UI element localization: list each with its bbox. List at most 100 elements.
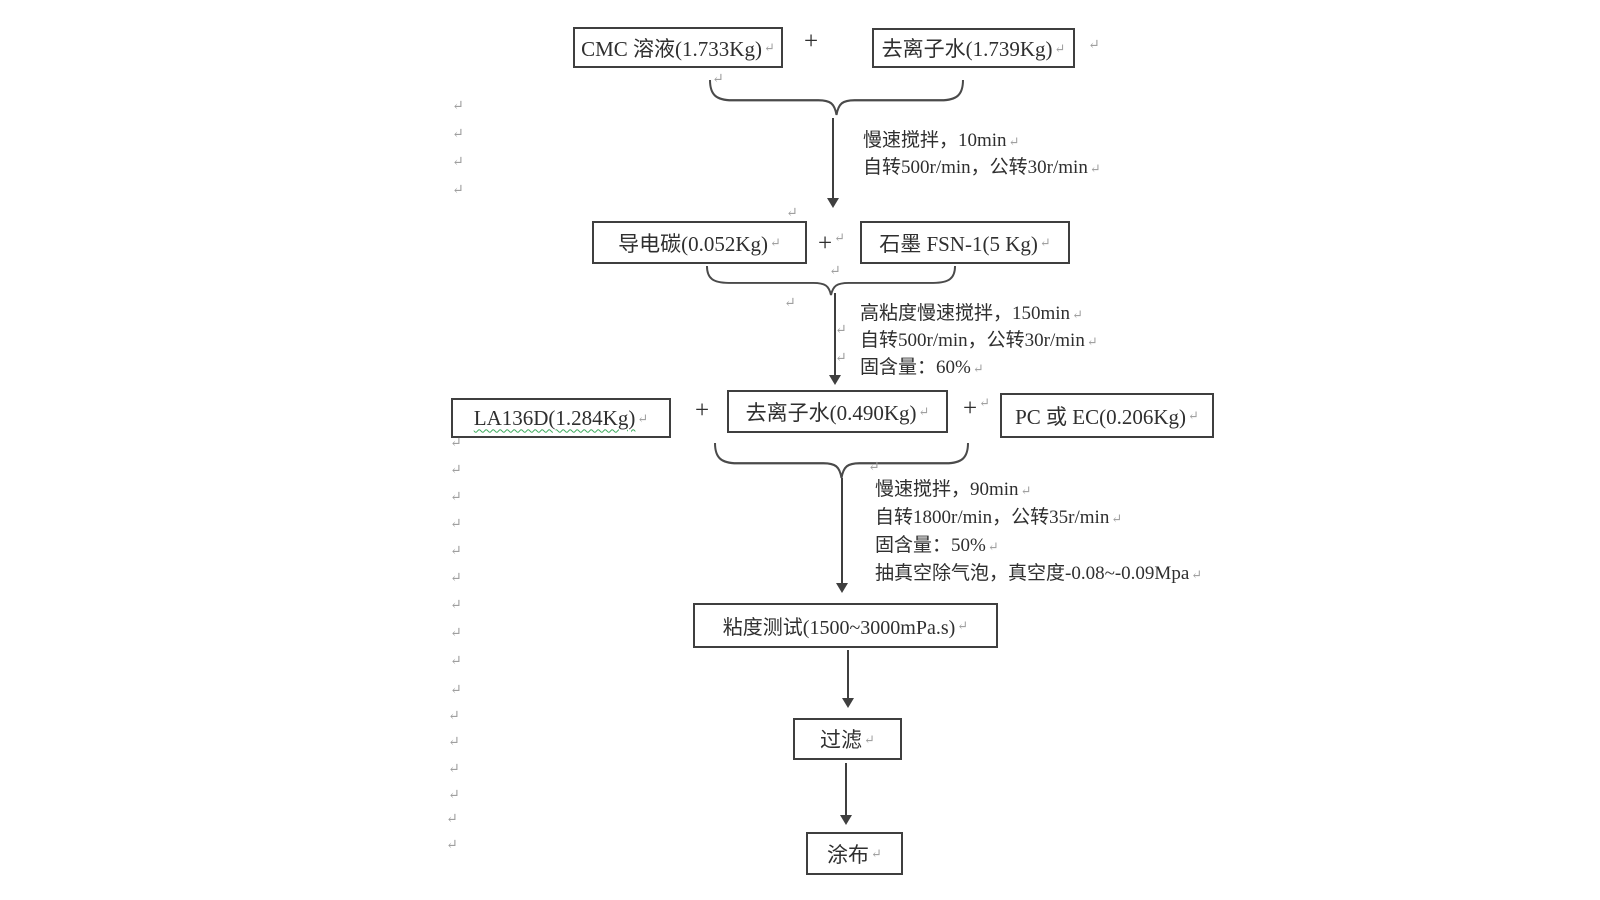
step2-line-3: 固含量：60%↵: [860, 357, 984, 378]
flow-box-conductive-carbon[interactable]: 导电碳(0.052Kg) ↵: [592, 221, 807, 264]
flow-box-filter-label: 过滤: [820, 728, 863, 752]
pilcrow-mark: ↵: [835, 351, 847, 366]
plus-sign: +: [804, 28, 819, 55]
pilcrow-mark: ↵: [450, 463, 462, 478]
pilcrow-mark: ↵: [1039, 235, 1051, 250]
pilcrow-mark: ↵: [972, 361, 984, 376]
step3-line-1: 慢速搅拌，90min↵: [875, 479, 1032, 500]
pilcrow-mark: ↵: [770, 235, 781, 250]
flow-arrow-2[interactable]: [829, 293, 841, 385]
pilcrow-mark: ↵: [452, 155, 464, 170]
plus-sign: +: [695, 397, 710, 424]
pilcrow-mark: ↵: [1188, 408, 1199, 423]
pilcrow-mark: ↵: [784, 296, 796, 311]
flow-box-cmc-solution[interactable]: CMC 溶液(1.733Kg) ↵: [573, 27, 783, 68]
underbrace-shape: [714, 443, 969, 479]
pilcrow-mark: ↵: [1072, 307, 1083, 322]
flow-box-di-water-2-label: 去离子水(0.490Kg): [745, 400, 917, 425]
step1-annotation: 慢速搅拌，10min↵ 自转500r/min，公转30r/min↵: [863, 127, 1101, 181]
underbrace-shape: [705, 266, 957, 296]
plus-operator-4: + ↵: [963, 396, 990, 421]
pilcrow-mark: ↵: [1111, 511, 1123, 526]
pilcrow-mark: ↵: [868, 460, 880, 475]
pilcrow-mark: ↵: [450, 436, 462, 451]
pilcrow-mark: ↵: [448, 788, 460, 803]
pilcrow-mark: ↵: [1086, 334, 1098, 349]
pilcrow-mark: ↵: [987, 539, 999, 554]
step2-line-1: 高粘度慢速搅拌，150min↵: [860, 303, 1083, 324]
flow-arrow-4[interactable]: [842, 650, 854, 708]
plus-sign: +: [818, 230, 833, 257]
pilcrow-mark: ↵: [637, 410, 649, 426]
pilcrow-mark: ↵: [1191, 567, 1203, 582]
flow-box-la136d[interactable]: LA136D(1.284Kg) ↵: [451, 398, 671, 438]
pilcrow-mark: ↵: [450, 598, 462, 613]
pilcrow-mark: ↵: [446, 838, 458, 853]
pilcrow-mark: ↵: [446, 812, 458, 827]
pilcrow-mark: ↵: [448, 735, 460, 750]
flow-box-di-water-2[interactable]: 去离子水(0.490Kg) ↵: [727, 390, 948, 433]
flow-box-di-water-1[interactable]: 去离子水(1.739Kg) ↵: [872, 28, 1075, 68]
pilcrow-mark: ↵: [448, 709, 460, 724]
step2-line-2: 自转500r/min，公转30r/min↵: [860, 330, 1098, 351]
flow-box-la136d-label: LA136D(1.284Kg): [473, 405, 636, 430]
flow-box-viscosity-test-label: 粘度测试(1500~3000mPa.s): [722, 617, 956, 639]
pilcrow-mark: ↵: [448, 762, 460, 777]
flow-box-cmc-solution-label: CMC 溶液(1.733Kg): [581, 36, 762, 61]
flow-box-filter[interactable]: 过滤 ↵: [793, 718, 902, 760]
step2-annotation: 高粘度慢速搅拌，150min↵ 自转500r/min，公转30r/min↵ 固含…: [860, 300, 1098, 381]
pilcrow-mark: ↵: [1054, 40, 1066, 56]
pilcrow-mark: ↵: [918, 404, 930, 419]
flow-arrow-1[interactable]: [827, 118, 839, 208]
pilcrow-mark: ↵: [871, 846, 882, 861]
pilcrow-mark: ↵: [452, 127, 464, 142]
pilcrow-mark: ↵: [834, 230, 846, 245]
pilcrow-mark: ↵: [979, 395, 991, 410]
step1-line-2: 自转500r/min，公转30r/min↵: [863, 157, 1101, 178]
flow-arrow-5[interactable]: [840, 763, 852, 825]
step1-line-1: 慢速搅拌，10min↵: [863, 130, 1020, 151]
step3-line-2: 自转1800r/min，公转35r/min↵: [875, 507, 1123, 528]
flow-box-di-water-1-label: 去离子水(1.739Kg): [881, 37, 1053, 61]
flow-box-pc-ec-label: PC 或 EC(0.206Kg): [1015, 404, 1187, 429]
pilcrow-mark: ↵: [452, 99, 464, 114]
merge-brace-2[interactable]: [705, 266, 957, 296]
flow-box-coating-label: 涂布: [827, 842, 870, 867]
plus-operator-2: + ↵: [818, 231, 845, 256]
step3-line-3: 固含量：50%↵: [875, 535, 999, 556]
pilcrow-mark: ↵: [829, 264, 841, 279]
flow-box-pc-ec[interactable]: PC 或 EC(0.206Kg) ↵: [1000, 393, 1214, 438]
pilcrow-mark: ↵: [835, 323, 847, 338]
pilcrow-mark: ↵: [450, 544, 462, 559]
pilcrow-mark: ↵: [450, 571, 462, 586]
pilcrow-mark: ↵: [1020, 483, 1032, 498]
underbrace-shape: [709, 80, 964, 116]
flow-box-conductive-carbon-label: 导电碳(0.052Kg): [618, 231, 768, 256]
pilcrow-mark: ↵: [712, 72, 724, 87]
pilcrow-mark: ↵: [1008, 134, 1020, 149]
pilcrow-mark: ↵: [786, 206, 798, 221]
pilcrow-mark: ↵: [450, 683, 462, 698]
pilcrow-mark: ↵: [450, 654, 462, 669]
merge-brace-3[interactable]: [713, 443, 970, 479]
pilcrow-mark: ↵: [452, 183, 464, 198]
pilcrow-mark: ↵: [957, 618, 969, 633]
flow-arrow-3[interactable]: [836, 478, 848, 593]
pilcrow-mark: ↵: [1089, 161, 1101, 176]
plus-sign: +: [963, 395, 978, 422]
flow-box-graphite-fsn1-label: 石墨 FSN-1(5 Kg): [879, 231, 1038, 256]
pilcrow-mark: ↵: [450, 490, 462, 505]
pilcrow-mark: ↵: [763, 40, 775, 55]
flow-box-graphite-fsn1[interactable]: 石墨 FSN-1(5 Kg) ↵: [860, 221, 1070, 264]
pilcrow-mark: ↵: [450, 626, 462, 641]
step3-line-4: 抽真空除气泡，真空度-0.08~-0.09Mpa↵: [875, 563, 1203, 584]
merge-brace-1[interactable]: [708, 80, 965, 116]
plus-operator-1: +: [804, 29, 818, 54]
pilcrow-mark: ↵: [864, 731, 875, 747]
flow-box-coating[interactable]: 涂布 ↵: [806, 832, 903, 875]
flow-box-viscosity-test[interactable]: 粘度测试(1500~3000mPa.s) ↵: [693, 603, 998, 648]
plus-operator-3: +: [695, 398, 709, 423]
step3-annotation: 慢速搅拌，90min↵ 自转1800r/min，公转35r/min↵ 固含量：5…: [875, 476, 1202, 588]
pilcrow-mark: ↵: [1088, 38, 1100, 53]
